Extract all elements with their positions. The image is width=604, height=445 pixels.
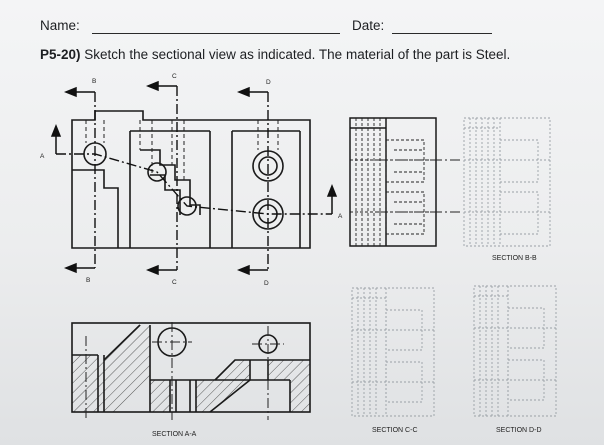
plane-a-right-label: A [338, 213, 343, 220]
section-aa-caption: SECTION A-A [152, 431, 197, 438]
section-bb-view [463, 117, 551, 247]
plane-d-top-label: D [266, 79, 271, 86]
date-label: Date: [352, 18, 385, 33]
name-field[interactable] [92, 33, 340, 34]
problem-number: P5-20) [40, 47, 81, 62]
plane-c-bottom-label: C [172, 279, 177, 286]
section-cc-caption: SECTION C-C [372, 427, 418, 434]
plane-b-bottom-label: B [86, 277, 90, 284]
problem-statement: P5-20) Sketch the sectional view as indi… [40, 47, 510, 62]
section-dd-view [473, 285, 557, 417]
problem-text: Sketch the sectional view as indicated. … [84, 47, 511, 62]
name-label: Name: [40, 18, 80, 33]
right-side-view-hidden [350, 118, 436, 246]
front-view-hidden-lines [85, 120, 279, 180]
plane-c-top-label: C [172, 73, 177, 80]
plane-b-top-label: B [92, 78, 96, 85]
section-bb-caption: SECTION B-B [492, 255, 537, 262]
section-dd-caption: SECTION D-D [496, 427, 542, 434]
section-aa-view [71, 322, 311, 420]
front-view [71, 110, 311, 249]
cutting-plane-arrows [50, 80, 338, 276]
date-field[interactable] [392, 33, 492, 34]
plane-a-left-label: A [40, 153, 45, 160]
section-cc-view [351, 287, 435, 417]
right-side-centerlines [378, 159, 460, 213]
plane-d-bottom-label: D [264, 280, 269, 287]
cutting-planes [56, 86, 332, 270]
